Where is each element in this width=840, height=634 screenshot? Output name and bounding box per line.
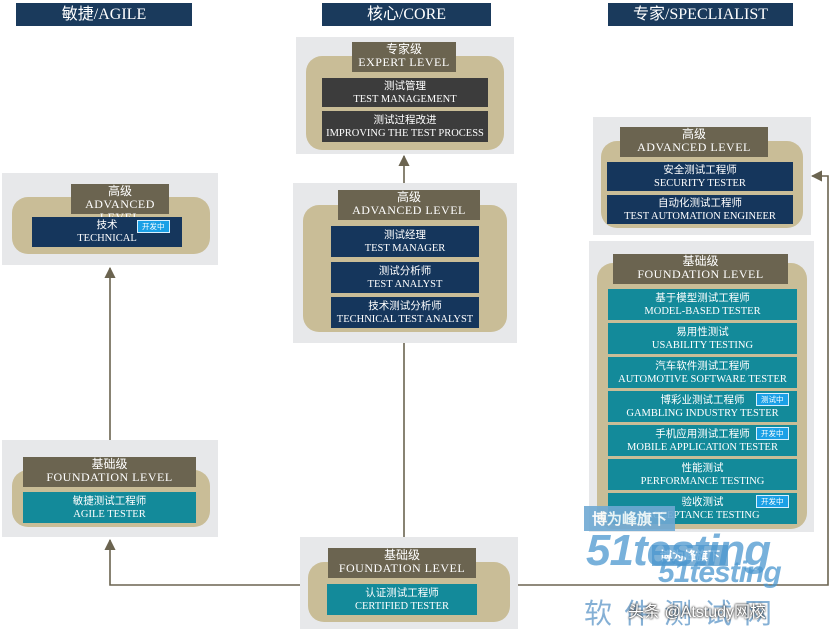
watermark-banner-small: 博为峰旗下: [652, 545, 729, 566]
cert-test-automation-engineer[interactable]: 自动化测试工程师 TEST AUTOMATION ENGINEER: [607, 195, 793, 224]
status-badge: 开发中: [756, 495, 789, 508]
watermark-credit: 头条 @Atstudy网校: [628, 604, 767, 621]
cert-en: TEST ANALYST: [367, 278, 443, 290]
cert-test-management[interactable]: 测试管理 TEST MANAGEMENT: [322, 78, 488, 107]
level-cn: 高级: [681, 127, 706, 141]
cert-model-based-tester[interactable]: 基于模型测试工程师 MODEL-BASED TESTER: [608, 289, 797, 320]
watermark-logo-small: 51testing: [658, 556, 782, 589]
watermark-logo: 51testing: [586, 526, 771, 575]
agile-header: 敏捷/AGILE: [16, 3, 192, 26]
specialist-foundation-level-tag: 基础级 FOUNDATION LEVEL: [613, 254, 788, 284]
specialist-advanced-level-tag: 高级 ADVANCED LEVEL: [620, 127, 768, 157]
level-cn: 专家级: [385, 42, 422, 56]
agile-foundation-level-tag: 基础级 FOUNDATION LEVEL: [23, 457, 196, 487]
level-en: ADVANCED LEVEL: [637, 140, 751, 154]
watermark-cn: 软件测试网: [584, 598, 785, 629]
cert-cn: 手机应用测试工程师: [655, 428, 750, 440]
specialist-header: 专家/SPECLIALIST: [608, 3, 793, 26]
arrow-core-to-specialist: [518, 170, 829, 586]
cert-certified-tester[interactable]: 认证测试工程师 CERTIFIED TESTER: [327, 584, 477, 615]
cert-test-manager[interactable]: 测试经理 TEST MANAGER: [331, 226, 479, 257]
core-advanced-level-tag: 高级 ADVANCED LEVEL: [338, 190, 480, 220]
status-badge: 开发中: [137, 220, 170, 233]
cert-en: AGILE TESTER: [73, 508, 146, 520]
cert-en: CERTIFIED TESTER: [355, 600, 449, 612]
level-en: EXPERT LEVEL: [358, 55, 450, 69]
core-expert-level-tag: 专家级 EXPERT LEVEL: [352, 42, 456, 72]
cert-en: IMPROVING THE TEST PROCESS: [326, 127, 484, 139]
watermark-banner: 博为峰旗下: [584, 506, 676, 531]
cert-cn: 认证测试工程师: [365, 587, 439, 599]
core-foundation-level-tag: 基础级 FOUNDATION LEVEL: [328, 548, 476, 578]
cert-security-tester[interactable]: 安全测试工程师 SECURITY TESTER: [607, 162, 793, 191]
cert-technical-test-analyst[interactable]: 技术测试分析师 TECHNICAL TEST ANALYST: [331, 297, 479, 328]
cert-en: TECHNICAL TEST ANALYST: [336, 313, 474, 325]
cert-performance-testing[interactable]: 性能测试 PERFORMANCE TESTING: [608, 459, 797, 490]
level-cn: 基础级: [682, 254, 719, 268]
cert-en: USABILITY TESTING: [651, 339, 754, 351]
cert-en: TEST AUTOMATION ENGINEER: [624, 210, 776, 222]
status-badge: 开发中: [756, 427, 789, 440]
cert-cn: 敏捷测试工程师: [72, 495, 147, 507]
cert-en: AUTOMOTIVE SOFTWARE TESTER: [618, 373, 787, 385]
core-header: 核心/CORE: [322, 3, 491, 26]
cert-improving-test-process[interactable]: 测试过程改进 IMPROVING THE TEST PROCESS: [322, 111, 488, 142]
cert-cn: 测试经理: [384, 229, 426, 241]
cert-cn: 自动化测试工程师: [658, 197, 742, 209]
level-cn: 高级: [107, 184, 132, 198]
cert-cn: 技术测试分析师: [368, 300, 442, 312]
cert-agile-tester[interactable]: 敏捷测试工程师 AGILE TESTER: [23, 492, 196, 523]
cert-cn: 基于模型测试工程师: [655, 292, 750, 304]
cert-en: SECURITY TESTER: [654, 177, 746, 189]
cert-automotive-software-tester[interactable]: 汽车软件测试工程师 AUTOMOTIVE SOFTWARE TESTER: [608, 357, 797, 388]
level-en: ADVANCED LEVEL: [352, 203, 466, 217]
agile-advanced-level-tag: 高级 ADVANCED LEVEL: [71, 184, 169, 224]
cert-cn: 测试管理: [384, 80, 426, 92]
cert-cn: 易用性测试: [676, 326, 729, 338]
arrow-core-to-agile-foundation: [104, 538, 300, 586]
cert-cn: 汽车软件测试工程师: [655, 360, 750, 372]
cert-test-analyst[interactable]: 测试分析师 TEST ANALYST: [331, 262, 479, 293]
cert-en: PERFORMANCE TESTING: [640, 475, 765, 487]
level-en: FOUNDATION LEVEL: [338, 561, 466, 575]
cert-en: TEST MANAGER: [364, 242, 446, 254]
cert-en: MOBILE APPLICATION TESTER: [627, 441, 778, 453]
cert-cn: 安全测试工程师: [663, 164, 737, 176]
level-cn: 基础级: [383, 548, 420, 562]
level-cn: 基础级: [91, 457, 128, 471]
cert-usability-testing[interactable]: 易用性测试 USABILITY TESTING: [608, 323, 797, 354]
cert-en: TECHNICAL: [77, 233, 137, 244]
cert-cn: 验收测试: [681, 496, 724, 508]
cert-cn: 测试过程改进: [373, 114, 437, 126]
cert-cn: 性能测试: [681, 462, 724, 474]
cert-en: GAMBLING INDUSTRY TESTER: [626, 407, 779, 419]
cert-en: TEST MANAGEMENT: [353, 93, 457, 105]
level-en: FOUNDATION LEVEL: [637, 267, 764, 281]
cert-en: ACCEPTANCE TESTING: [645, 509, 760, 521]
level-cn: 高级: [396, 190, 421, 204]
cert-en: MODEL-BASED TESTER: [644, 305, 761, 317]
cert-cn: 博彩业测试工程师: [660, 394, 745, 406]
status-badge: 测试中: [756, 393, 789, 406]
cert-cn: 测试分析师: [378, 265, 432, 277]
cert-cn: 技术: [96, 220, 118, 231]
level-en: FOUNDATION LEVEL: [46, 470, 173, 484]
